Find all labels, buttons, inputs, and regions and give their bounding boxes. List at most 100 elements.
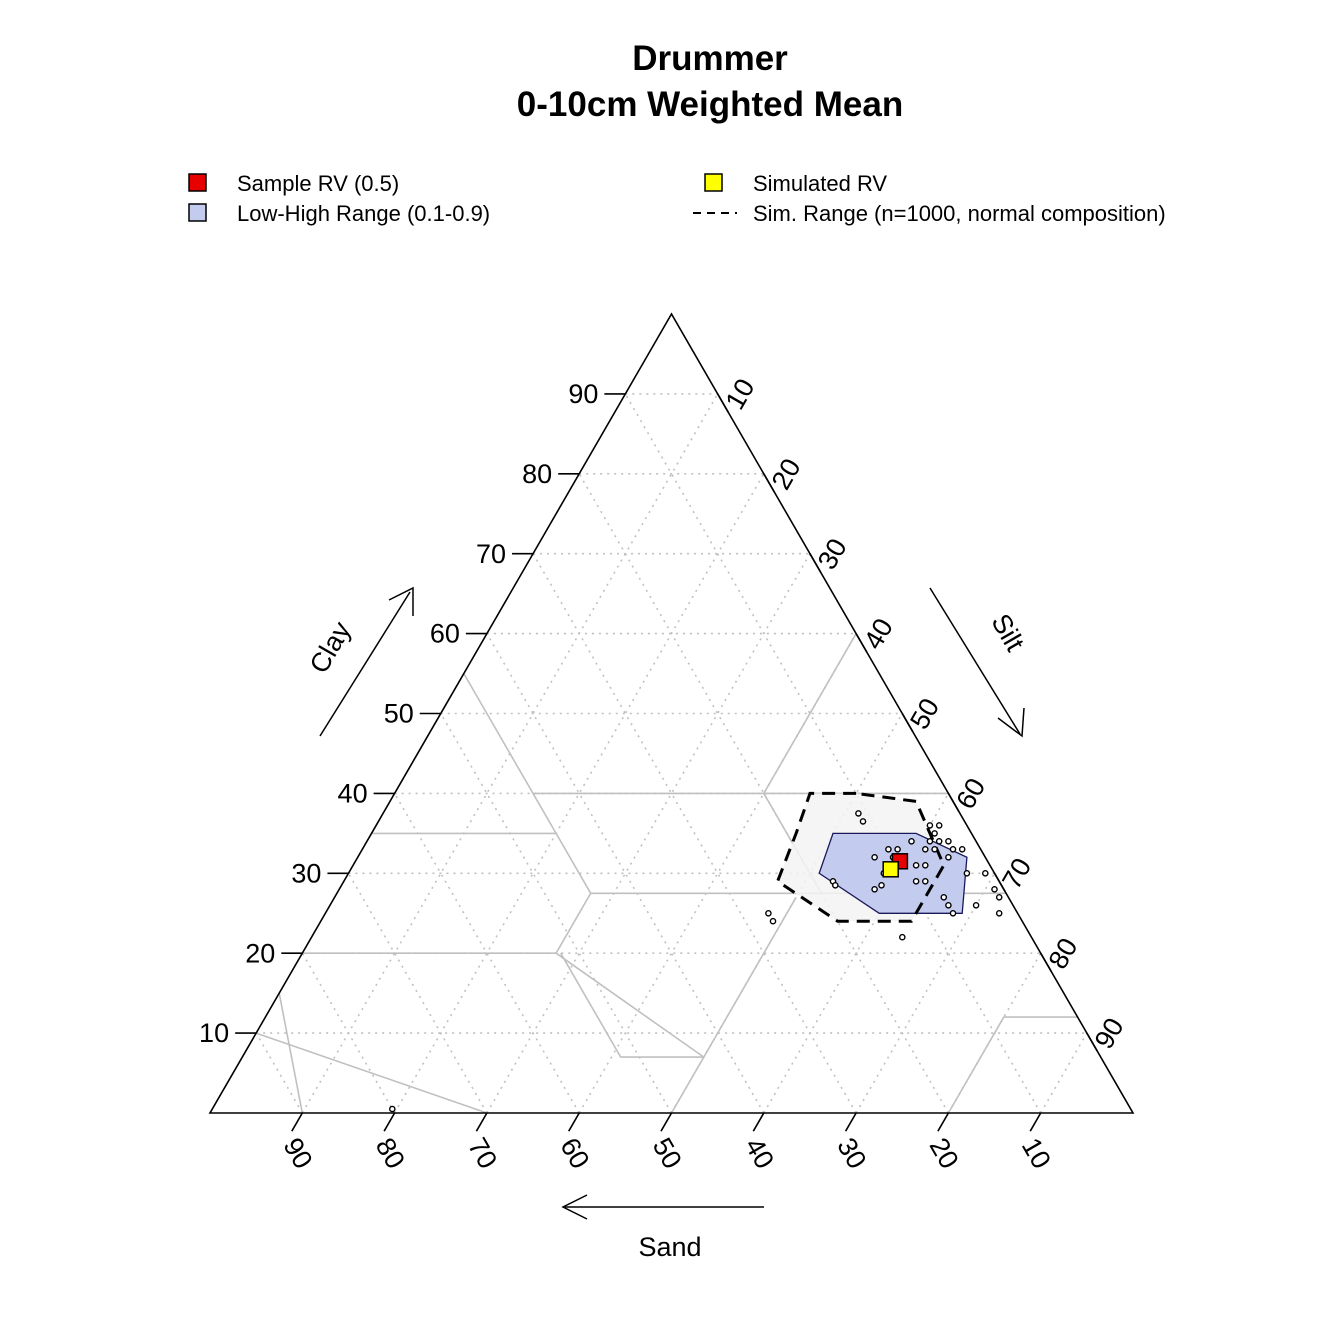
sample-point bbox=[991, 886, 998, 893]
triangle-outline bbox=[208, 312, 1135, 1114]
sand-tick-label: 30 bbox=[831, 1133, 872, 1174]
sand-arrow-head bbox=[561, 1194, 588, 1220]
simulated-rv-marker bbox=[882, 861, 899, 878]
sample-point bbox=[995, 910, 1003, 917]
clay-tick-label: 70 bbox=[476, 539, 506, 569]
silt-tick bbox=[947, 793, 960, 812]
legend-label-sample-rv: Sample RV (0.5) bbox=[237, 171, 399, 196]
sample-point bbox=[922, 862, 929, 869]
clay-tick-label: 60 bbox=[430, 619, 460, 649]
grid-line bbox=[1040, 1032, 1088, 1114]
silt-tick bbox=[901, 713, 914, 733]
grid-line bbox=[532, 553, 857, 1114]
silt-tick bbox=[716, 393, 729, 413]
texture-boundary bbox=[555, 896, 797, 1059]
sample-point bbox=[945, 854, 952, 861]
sand-tick bbox=[844, 1112, 857, 1132]
sand-tick-label: 10 bbox=[1016, 1133, 1057, 1174]
clay-tick-label: 30 bbox=[291, 858, 321, 888]
sample-point bbox=[945, 902, 952, 909]
sand-tick-label: 40 bbox=[739, 1133, 780, 1174]
grid-line bbox=[624, 393, 1042, 1114]
grid-line bbox=[347, 872, 488, 1114]
clay-axis-arrow bbox=[319, 591, 411, 737]
legend: Sample RV (0.5) Low-High Range (0.1-0.9)… bbox=[188, 171, 1166, 226]
sand-tick bbox=[752, 1112, 765, 1132]
legend-swatch-sample-rv bbox=[188, 173, 207, 192]
sample-point bbox=[926, 822, 934, 829]
sample-point bbox=[958, 846, 966, 853]
sand-tick bbox=[937, 1112, 950, 1132]
texture-boundary bbox=[255, 1032, 488, 1114]
texture-boundary bbox=[278, 992, 304, 1114]
sand-axis-title: Sand bbox=[638, 1232, 701, 1262]
sand-tick-label: 70 bbox=[462, 1133, 503, 1174]
sample-point bbox=[922, 878, 929, 885]
sample-point bbox=[871, 854, 878, 861]
clay-axis-title: Clay bbox=[304, 616, 357, 678]
sample-point bbox=[926, 838, 934, 845]
sample-point bbox=[899, 933, 906, 941]
texture-boundary bbox=[670, 1056, 705, 1114]
sand-tick bbox=[475, 1112, 488, 1132]
legend-label-simulated-rv: Simulated RV bbox=[753, 171, 887, 196]
silt-tick bbox=[809, 553, 822, 573]
grid bbox=[255, 393, 1088, 1114]
sand-tick bbox=[568, 1112, 580, 1132]
chart-title: Drummer bbox=[632, 39, 788, 78]
sample-point bbox=[982, 870, 989, 877]
sample-point bbox=[855, 810, 862, 817]
legend-swatch-low-high-range bbox=[188, 203, 207, 222]
sample-point bbox=[972, 902, 980, 909]
sample-point bbox=[388, 1105, 396, 1113]
sample-point bbox=[765, 910, 772, 917]
sample-point bbox=[878, 882, 885, 889]
sample-point bbox=[963, 870, 971, 877]
sample-point bbox=[769, 917, 777, 925]
sample-point bbox=[912, 862, 920, 869]
grid-line bbox=[255, 1032, 303, 1114]
grid-line bbox=[486, 553, 811, 1114]
silt-arrow-head bbox=[997, 707, 1025, 738]
sample-point bbox=[949, 846, 957, 853]
silt-axis-title: Silt bbox=[985, 609, 1030, 657]
chart-subtitle: 0-10cm Weighted Mean bbox=[517, 85, 903, 124]
sample-point bbox=[859, 818, 867, 825]
sample-point bbox=[940, 894, 948, 901]
sample-point bbox=[945, 838, 952, 845]
sample-point bbox=[885, 846, 892, 853]
clay-arrow-head bbox=[388, 586, 414, 616]
texture-boundary bbox=[463, 673, 534, 794]
sand-tick bbox=[1029, 1112, 1042, 1132]
sand-tick-label: 20 bbox=[924, 1133, 965, 1174]
sand-tick-label: 90 bbox=[277, 1133, 318, 1174]
clay-tick-label: 20 bbox=[245, 938, 275, 968]
sand-tick bbox=[291, 1112, 303, 1132]
legend-label-sim-range: Sim. Range (n=1000, normal composition) bbox=[753, 201, 1166, 226]
silt-tick bbox=[1040, 952, 1052, 972]
legend-label-low-high-range: Low-High Range (0.1-0.9) bbox=[237, 201, 490, 226]
sample-point bbox=[871, 886, 878, 893]
sand-tick-label: 60 bbox=[554, 1133, 595, 1174]
silt-tick bbox=[993, 872, 1006, 892]
sample-point bbox=[995, 894, 1003, 901]
sample-point bbox=[935, 822, 943, 829]
sand-tick-label: 50 bbox=[647, 1133, 688, 1174]
silt-tick bbox=[1086, 1032, 1099, 1052]
sample-point bbox=[949, 910, 957, 917]
sample-point bbox=[931, 846, 938, 853]
clay-tick-label: 90 bbox=[568, 379, 598, 409]
silt-tick bbox=[855, 633, 868, 653]
sample-point bbox=[922, 846, 929, 853]
sample-point bbox=[935, 838, 943, 845]
sample-point bbox=[894, 846, 901, 853]
texture-boundary bbox=[560, 952, 704, 1058]
sample-point bbox=[832, 882, 839, 889]
silt-tick bbox=[763, 473, 775, 493]
sample-point bbox=[912, 878, 920, 885]
sample-point bbox=[931, 830, 938, 837]
texture-boundary bbox=[947, 1016, 1078, 1114]
